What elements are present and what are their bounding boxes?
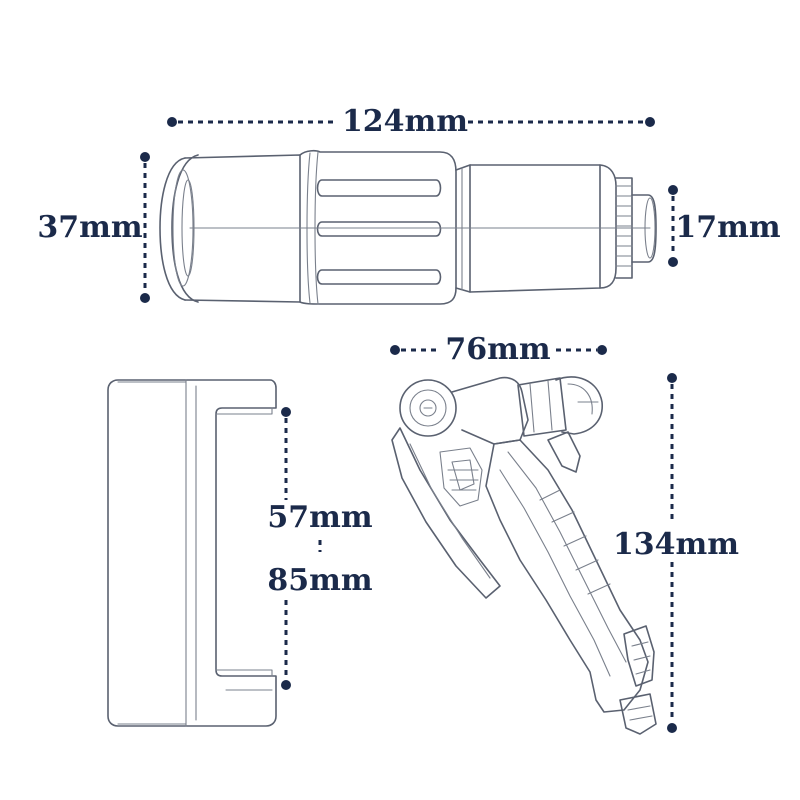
monocular-diameter-label: 37mm	[37, 210, 142, 245]
tripod-height-label: 134mm	[613, 527, 739, 562]
tripod-width-label: 76mm	[445, 332, 550, 367]
eyepiece-diameter-label: 17mm	[675, 210, 780, 245]
tripod-height-dimension: 134mm	[613, 373, 739, 733]
phone-clip-max-label: 85mm	[267, 563, 372, 598]
tripod-width-dimension: 76mm	[390, 332, 607, 367]
eyepiece-diameter-dimension: 17mm	[668, 185, 781, 267]
phone-clip-drawing	[107, 379, 277, 727]
tripod-drawing	[391, 376, 657, 735]
phone-clip-range-dimension: 57mm 85mm	[267, 407, 373, 690]
monocular-diameter-dimension: 37mm	[37, 152, 150, 303]
monocular-length-dimension: 124mm	[167, 104, 655, 139]
monocular-drawing	[159, 149, 657, 305]
phone-clip-min-label: 57mm	[267, 500, 372, 535]
monocular-length-label: 124mm	[342, 104, 468, 139]
